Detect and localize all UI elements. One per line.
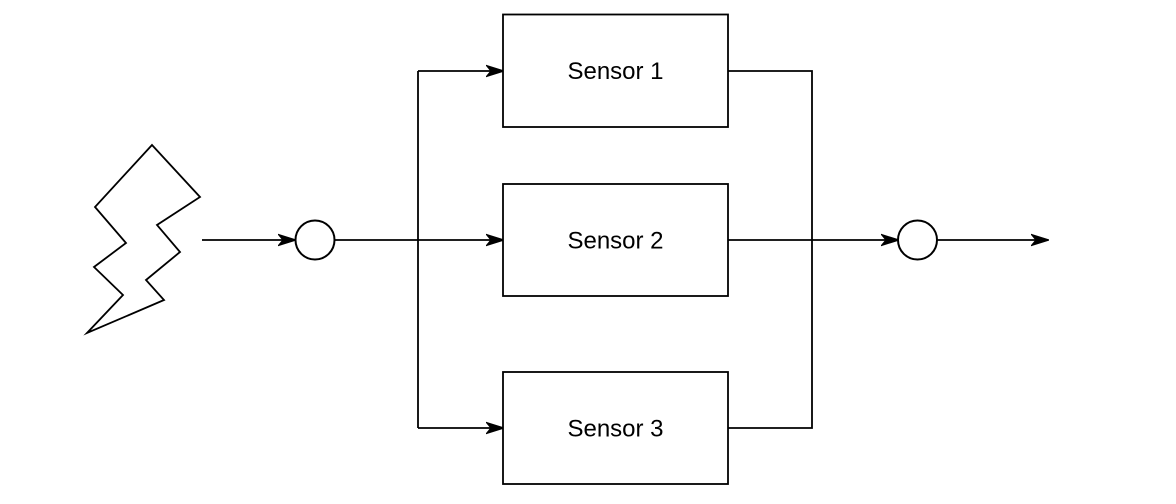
connector-sensor-1-to-output-junction — [728, 70, 813, 240]
connector-sensor-3-to-output-junction — [728, 240, 813, 429]
sensor-2-label: Sensor 2 — [567, 228, 663, 255]
sensor-2-box — [502, 183, 729, 297]
sensor-3-box — [502, 371, 729, 485]
output-junction-circle — [897, 219, 938, 261]
sensor-3-label: Sensor 3 — [567, 416, 663, 443]
sensor-1-box — [502, 13, 729, 128]
lightning-bolt-icon — [83, 143, 202, 336]
input-junction-circle — [294, 219, 336, 261]
sensor-1-label: Sensor 1 — [567, 58, 663, 85]
